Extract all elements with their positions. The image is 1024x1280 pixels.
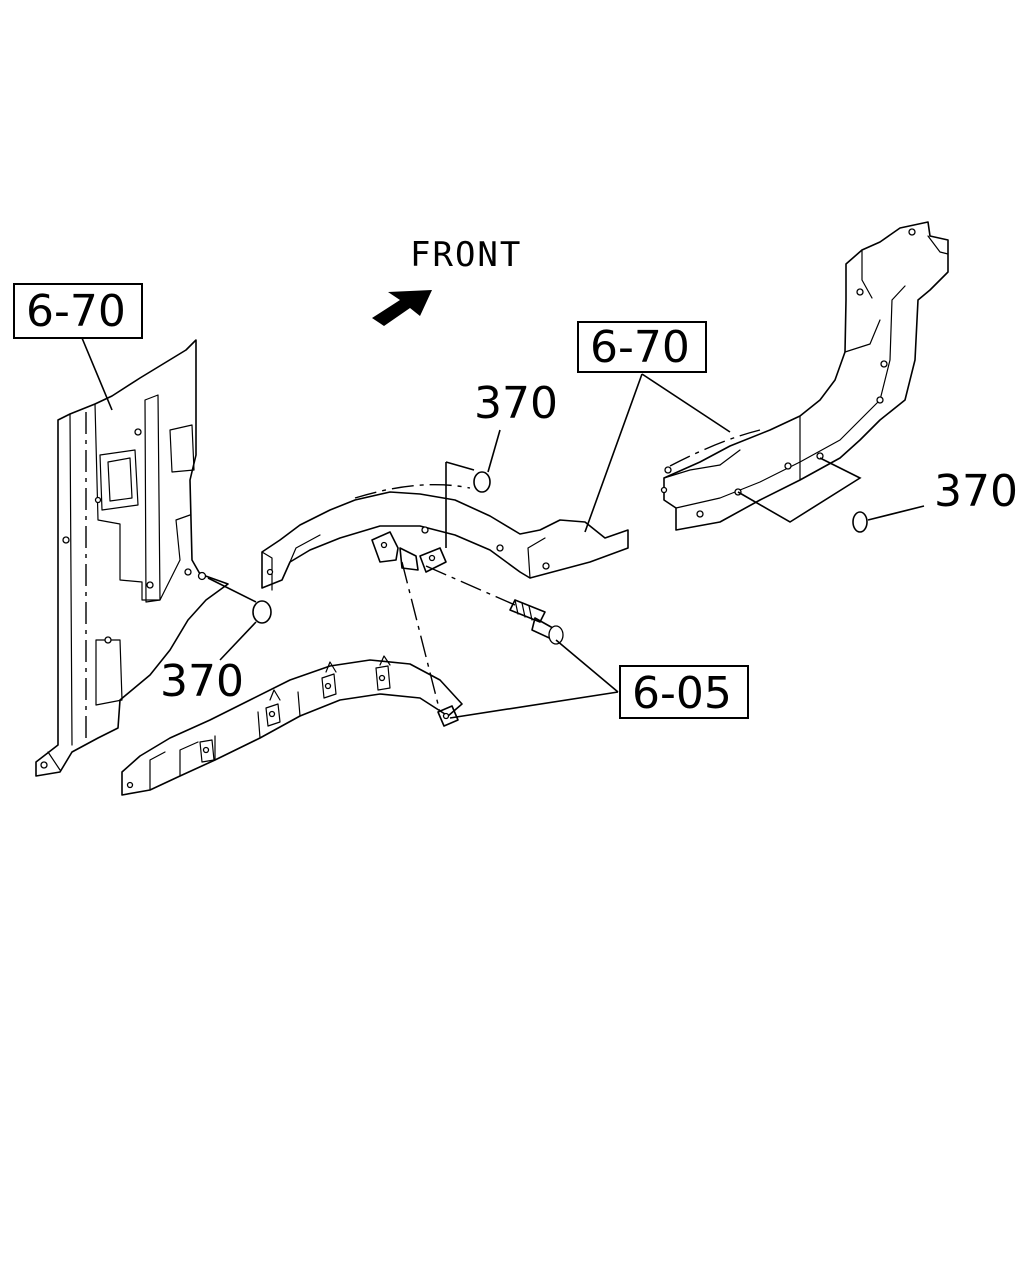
callout-6-05: 6-05 bbox=[619, 665, 749, 719]
seal-370-left bbox=[252, 600, 272, 624]
left-panel bbox=[35, 339, 229, 777]
front-label: FRONT bbox=[410, 235, 522, 275]
bolt-part bbox=[509, 599, 564, 645]
callout-6-70-center: 6-70 bbox=[577, 321, 707, 373]
center-arch-panel bbox=[261, 491, 629, 591]
leader-lines bbox=[81, 337, 925, 719]
callout-6-70-center-text: 6-70 bbox=[590, 322, 690, 373]
part-370-left: 370 bbox=[160, 656, 244, 707]
seal-370-right bbox=[852, 511, 868, 533]
callout-6-05-text: 6-05 bbox=[632, 668, 732, 719]
center-brackets bbox=[371, 531, 447, 573]
right-rear-rail bbox=[660, 221, 949, 531]
lower-arch-reinforcement bbox=[121, 655, 463, 796]
seal-parts bbox=[252, 471, 868, 624]
arrow-right-up-icon bbox=[372, 290, 432, 326]
seal-370-top bbox=[473, 471, 491, 493]
part-370-right: 370 bbox=[934, 466, 1018, 517]
part-370-top: 370 bbox=[474, 378, 558, 429]
callout-6-70-left: 6-70 bbox=[13, 283, 143, 339]
callout-6-70-left-text: 6-70 bbox=[26, 286, 126, 337]
